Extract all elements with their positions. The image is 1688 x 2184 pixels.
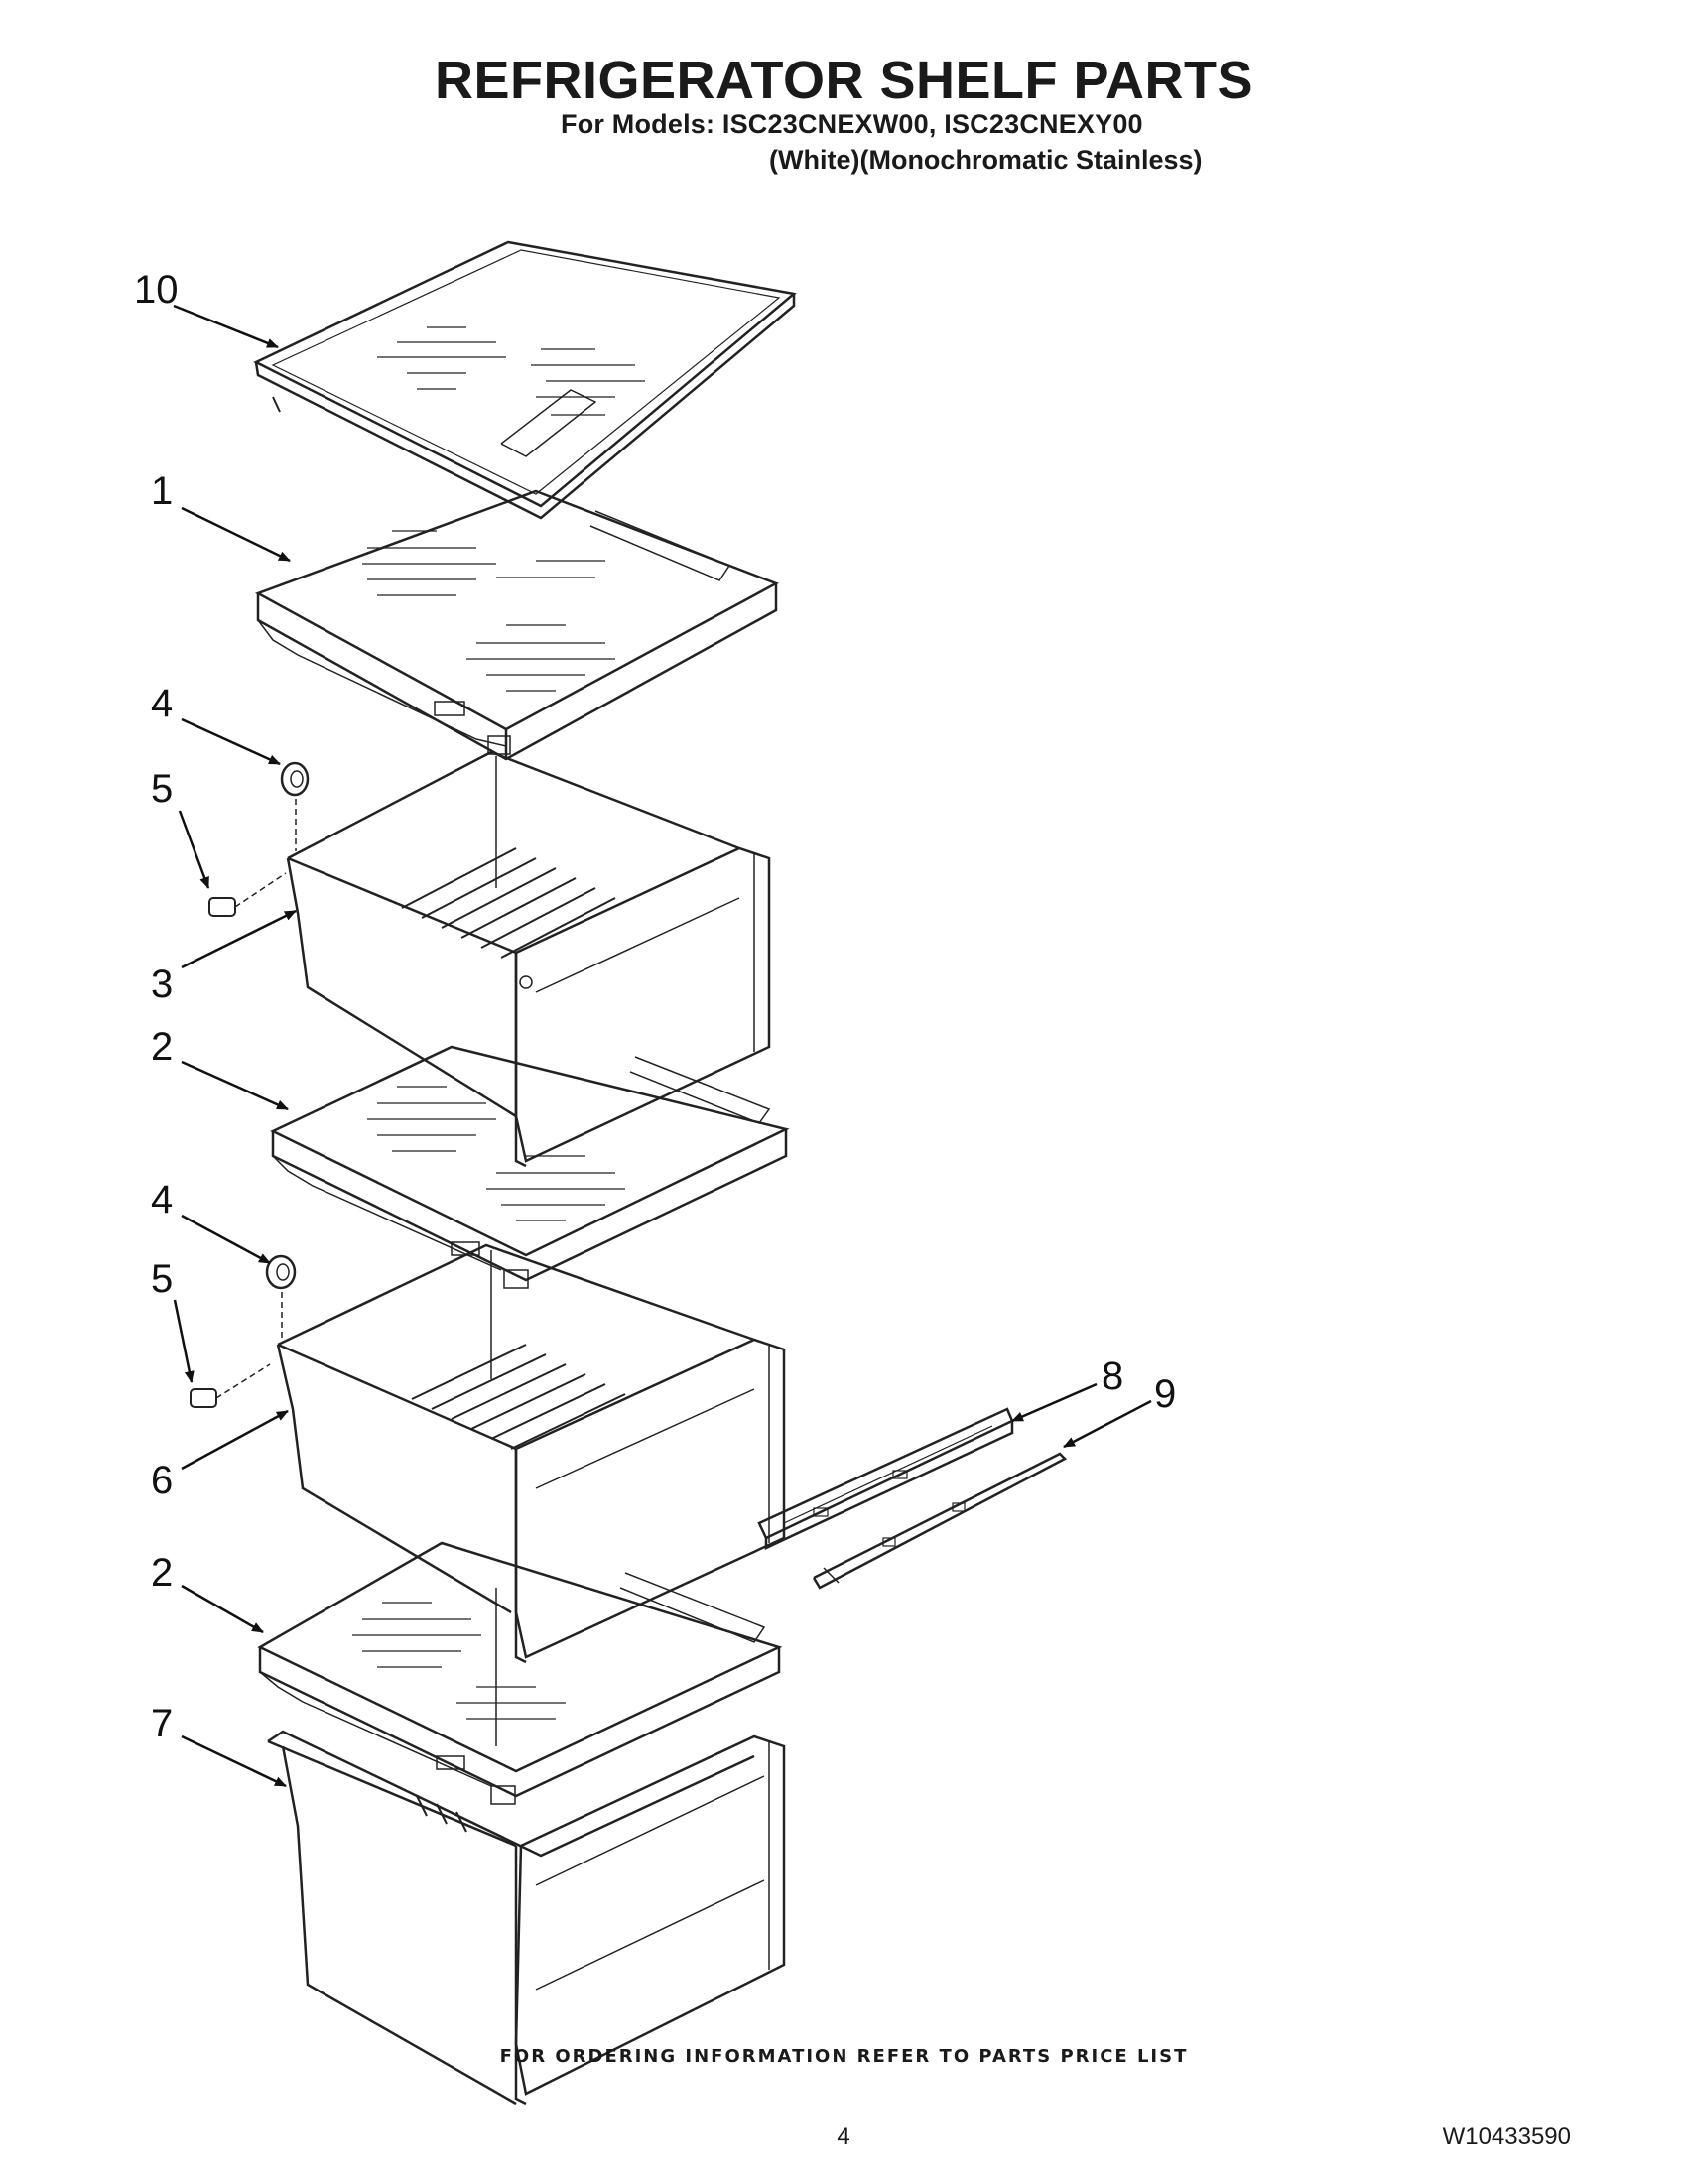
callout-3: 3 [151,963,173,1006]
callout-4-lower: 4 [151,1178,173,1221]
shelf-part-2-upper [270,1045,790,1289]
stud-part-5-upper [208,872,287,917]
roller-part-4-upper [280,761,310,851]
document-number: W10433590 [1442,2123,1571,2150]
shelf-part-10 [253,240,797,520]
shelf-part-1 [254,489,779,761]
callout-2-upper: 2 [151,1025,173,1069]
callout-5-lower: 5 [151,1257,173,1301]
callout-1: 1 [151,469,173,513]
shelf-part-2-lower [257,1541,783,1805]
colors-line: (White)(Monochromatic Stainless) [769,145,1203,175]
page-number: 4 [837,2123,850,2150]
callout-7: 7 [151,1702,173,1745]
callout-5-upper: 5 [151,767,173,811]
models-line: For Models: ISC23CNEXW00, ISC23CNEXY00 [561,109,1143,139]
ordering-note: FOR ORDERING INFORMATION REFER TO PARTS … [499,2046,1189,2067]
callout-6: 6 [151,1459,173,1502]
rail-part-8 [757,1407,1014,1550]
roller-part-4-lower [265,1254,297,1340]
callout-10: 10 [134,268,179,312]
stud-part-5-lower [190,1363,271,1408]
callout-8: 8 [1102,1354,1123,1398]
rail-part-9 [812,1452,1068,1590]
drawer-part-3 [286,750,771,1168]
pan-part-7 [267,1730,786,2106]
drawer-part-6 [276,1243,786,1664]
callout-9: 9 [1154,1372,1176,1416]
callout-arrows [173,304,1152,1788]
page-title: REFRIGERATOR SHELF PARTS [434,51,1254,110]
callout-4-upper: 4 [151,682,173,725]
callout-2-lower: 2 [151,1551,173,1595]
